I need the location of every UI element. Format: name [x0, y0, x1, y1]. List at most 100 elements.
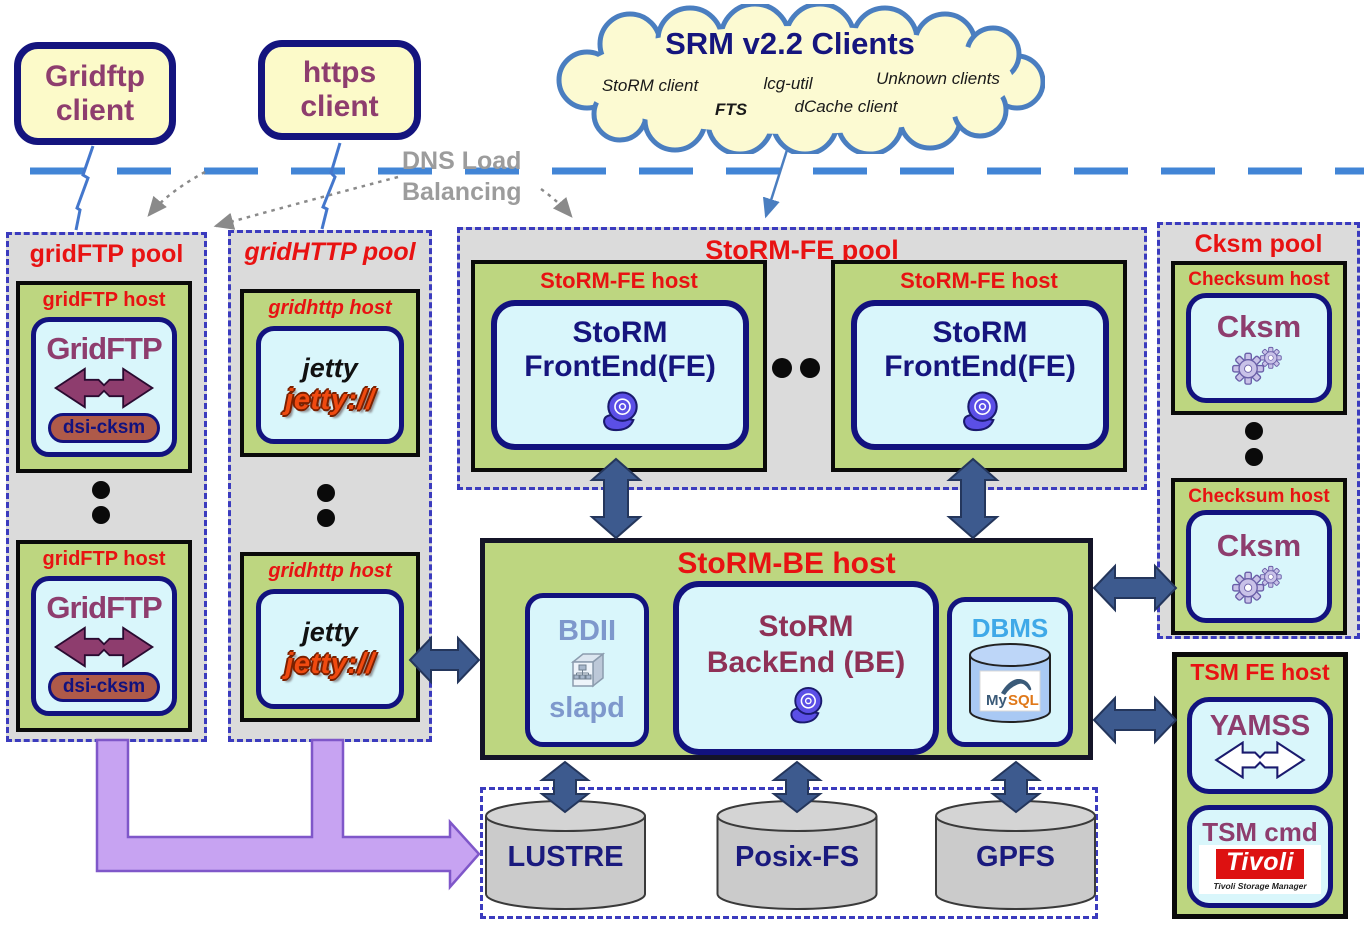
- volume-label-posix: Posix-FS: [734, 841, 860, 873]
- storm-snail-icon-fe-1: [603, 390, 638, 431]
- volume-cylinder-gpfs: GPFS: [934, 799, 1097, 912]
- tsm-fe-host-title: TSM FE host: [1190, 659, 1330, 685]
- gears-icon-2: [1232, 565, 1282, 604]
- storm-fe-host-1: StoRM-FE host StoRM FrontEnd(FE): [471, 260, 767, 472]
- https-client-label-line1: https: [302, 56, 377, 90]
- tivoli-caption-text: Tivoli Storage Manager: [1213, 880, 1307, 891]
- storm-fe-host-1-title: StoRM-FE host: [540, 268, 698, 293]
- tsm-cmd-label: TSM cmd: [1202, 817, 1318, 848]
- tsm-fe-host: TSM FE host YAMSS TSM cmd Tivoli Tivoli …: [1172, 652, 1348, 919]
- storm-fe-label-2-line2: FrontEnd(FE): [884, 350, 1076, 383]
- pool-cksm-title: Cksm pool: [1194, 230, 1323, 258]
- checksum-host-2-title: Checksum host: [1188, 486, 1330, 507]
- yamss-label: YAMSS: [1209, 710, 1311, 742]
- yamss-transfer-arrow-icon: [1214, 741, 1306, 779]
- storm-snail-icon-be: [790, 686, 823, 724]
- pool-gridhttp: gridHTTP pool gridhttp host jetty jetty:…: [228, 230, 432, 742]
- pool-cksm: Cksm pool Checksum host Cksm: [1157, 222, 1360, 639]
- bdii-panel: BDII slapd: [525, 593, 649, 747]
- gridftp-client-link-bolt: [74, 145, 95, 231]
- storm-fe-label-1-line1: StoRM: [572, 315, 668, 349]
- srm-cloud-item-unknown-clients: Unknown clients: [876, 69, 1000, 88]
- jetty-logo-2: jetty://: [285, 648, 375, 680]
- slapd-label: slapd: [549, 692, 625, 724]
- bdii-cube-icon: [570, 652, 606, 688]
- jetty-logo-1: jetty://: [285, 384, 375, 416]
- checksum-host-1: Checksum host Cksm: [1171, 261, 1347, 415]
- cksm-app-panel-1: Cksm: [1186, 293, 1332, 403]
- dns-load-balancing-label: DNS Load Balancing: [402, 146, 521, 209]
- gridftp-client-label-line1: Gridftp: [45, 59, 145, 93]
- storm-backend-label-line1: StoRM: [758, 610, 854, 643]
- storm-backend-panel: StoRM BackEnd (BE): [673, 581, 939, 755]
- gridhttp-app-panel-2: jetty jetty://: [256, 589, 404, 709]
- gridftp-host-1-title: gridFTP host: [42, 289, 166, 311]
- storm-fe-host-2-title: StoRM-FE host: [900, 268, 1058, 293]
- dns-label-line2: Balancing: [402, 178, 522, 207]
- gridhttp-host-1: gridhttp host jetty jetty://: [240, 289, 420, 457]
- tivoli-brand-text: Tivoli: [1216, 849, 1304, 879]
- gridftp-client-box: Gridftp client: [14, 42, 176, 145]
- dsi-cksm-pill-2: dsi-cksm: [47, 672, 161, 702]
- storm-snail-icon-fe-2: [963, 390, 998, 431]
- pool-gridhttp-title: gridHTTP pool: [244, 238, 416, 266]
- gridftp-app-name-2: GridFTP: [46, 590, 162, 625]
- gears-icon-1: [1232, 346, 1282, 385]
- gridhttp-app-panel-1: jetty jetty://: [256, 326, 404, 444]
- https-client-label-line2: client: [300, 90, 379, 123]
- gridhttp-host-1-title: gridhttp host: [268, 297, 392, 319]
- srm-clients-link: [762, 149, 789, 219]
- dns-balancing-arrow-2: [213, 175, 399, 230]
- dns-balancing-arrow-3: [540, 187, 573, 218]
- yamss-panel: YAMSS: [1187, 697, 1333, 794]
- jetty-label-2: jetty: [302, 617, 358, 647]
- gridftp-client-label-line2: client: [55, 93, 135, 127]
- mysql-brand-sql: SQL: [1008, 692, 1039, 709]
- gridftp-transfer-arrow-icon-1: [53, 367, 155, 409]
- checksum-host-1-title: Checksum host: [1188, 269, 1330, 290]
- gridftp-app-panel-1: GridFTP dsi-cksm: [31, 317, 177, 457]
- srm-cloud-item-dcache-client: dCache client: [794, 97, 898, 116]
- be-yamss-arrow: [1092, 695, 1178, 745]
- pool-gridftp-title: gridFTP pool: [29, 240, 184, 268]
- srm-cloud-title: SRM v2.2 Clients: [665, 26, 915, 61]
- bdii-label: BDII: [558, 615, 616, 647]
- dbms-label: DBMS: [971, 613, 1049, 643]
- gridhttp-host-2-title: gridhttp host: [268, 560, 392, 582]
- storm-be-host-title: StoRM-BE host: [677, 547, 896, 580]
- tivoli-logo: Tivoli Tivoli Storage Manager: [1199, 845, 1321, 894]
- dbms-panel: DBMS My SQL: [947, 597, 1073, 747]
- mysql-brand-my: My: [986, 692, 1007, 709]
- gridftp-app-panel-2: GridFTP dsi-cksm: [31, 576, 177, 716]
- pool-storm-fe: StoRM-FE pool StoRM-FE host StoRM FrontE…: [457, 227, 1147, 490]
- volume-cylinder-lustre: LUSTRE: [484, 799, 647, 912]
- checksum-host-2: Checksum host Cksm: [1171, 478, 1347, 635]
- gridftp-transfer-arrow-icon-2: [53, 626, 155, 668]
- mysql-db-icon: My SQL: [969, 643, 1051, 723]
- srm-cloud-item-fts: FTS: [714, 100, 748, 119]
- transfer-path-purple-arrow: [95, 738, 481, 891]
- cksm-label-2: Cksm: [1216, 527, 1302, 563]
- cksm-app-panel-2: Cksm: [1186, 510, 1332, 623]
- volume-label-gpfs: GPFS: [976, 841, 1055, 873]
- storm-fe-label-1-line2: FrontEnd(FE): [524, 350, 716, 383]
- https-client-box: https client: [258, 40, 421, 140]
- pool-gridftp: gridFTP pool gridFTP host GridFTP dsi-ck…: [6, 232, 207, 742]
- dsi-cksm-pill-1: dsi-cksm: [47, 413, 161, 443]
- storm-fe-app-panel-1: StoRM FrontEnd(FE): [491, 300, 749, 450]
- gridftp-app-name-1: GridFTP: [46, 331, 162, 366]
- srm-cloud-item-storm-client: StoRM client: [601, 76, 699, 95]
- srm-cloud-item-lcg-util: lcg-util: [763, 74, 813, 93]
- gridftp-host-2-title: gridFTP host: [42, 548, 166, 570]
- gridftp-host-1: gridFTP host GridFTP dsi-cksm: [16, 281, 192, 473]
- cksm-label-1: Cksm: [1216, 309, 1302, 344]
- volume-label-lustre: LUSTRE: [507, 841, 624, 873]
- volume-cylinder-posix: Posix-FS: [715, 799, 879, 912]
- storm-fe-label-2-line1: StoRM: [932, 315, 1028, 349]
- storm-backend-label-line2: BackEnd (BE): [706, 646, 906, 679]
- gridhttp-host-2: gridhttp host jetty jetty://: [240, 552, 420, 722]
- gridftp-host-2: gridFTP host GridFTP dsi-cksm: [16, 540, 192, 732]
- https-client-link-bolt: [320, 142, 342, 230]
- storm-be-host: StoRM-BE host BDII slapd StoRM BackEnd (…: [480, 538, 1093, 760]
